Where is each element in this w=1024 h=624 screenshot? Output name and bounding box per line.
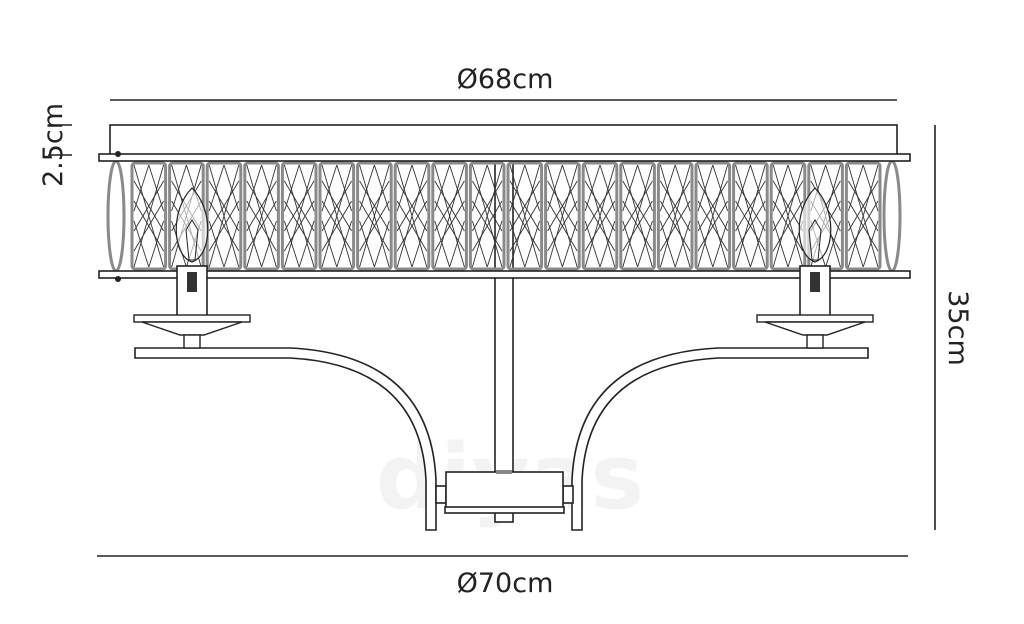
- crystal-panel: [130, 161, 168, 271]
- left-arm: [134, 347, 437, 531]
- crystal-panel: [656, 161, 694, 271]
- lamp-right: [756, 187, 874, 349]
- drip-cup: [133, 314, 251, 323]
- candle-bulb-icon: [798, 187, 832, 263]
- candle-bulb-icon: [175, 187, 209, 263]
- top-diameter-label: Ø68cm: [457, 64, 554, 95]
- crystal-panel: [393, 161, 431, 271]
- crystal-panel: [356, 161, 393, 271]
- lamp-left: [133, 187, 251, 349]
- hub-connector-right: [562, 485, 574, 504]
- crystal-panel: [468, 161, 506, 271]
- crystal-panel: [243, 161, 280, 271]
- drip-cup: [756, 314, 874, 323]
- crystal-end-left: [106, 159, 126, 273]
- cup-stem: [806, 334, 824, 349]
- crystal-panel: [431, 161, 468, 271]
- crystal-panel: [318, 161, 356, 271]
- top-ring: [98, 153, 911, 162]
- hub-body: [445, 471, 564, 509]
- crystal-panel: [732, 161, 769, 271]
- cup-stem: [183, 334, 201, 349]
- crystal-band: [106, 159, 902, 273]
- crystal-panel: [619, 161, 656, 271]
- hub-connector-left: [435, 485, 447, 504]
- height-label: 35cm: [942, 290, 973, 366]
- crystal-panel: [769, 161, 807, 271]
- ceiling-plate: [109, 124, 898, 156]
- crystal-panel: [581, 161, 619, 271]
- crystal-panel: [844, 161, 882, 271]
- right-arm: [571, 347, 869, 531]
- crystal-end-right: [882, 159, 902, 273]
- hub-joint: [496, 470, 512, 474]
- crystal-panel: [280, 161, 318, 271]
- crystal-panel: [506, 161, 544, 271]
- ring-fixing: [115, 276, 121, 282]
- bottom-ring: [98, 270, 911, 279]
- crystal-panel: [205, 161, 243, 271]
- crystal-panel: [544, 161, 581, 271]
- hub-base: [444, 506, 565, 514]
- crystal-panel: [694, 161, 732, 271]
- plate-height-label: 2.5cm: [38, 103, 69, 187]
- bottom-diameter-label: Ø70cm: [457, 568, 554, 599]
- ring-fixing: [115, 151, 121, 157]
